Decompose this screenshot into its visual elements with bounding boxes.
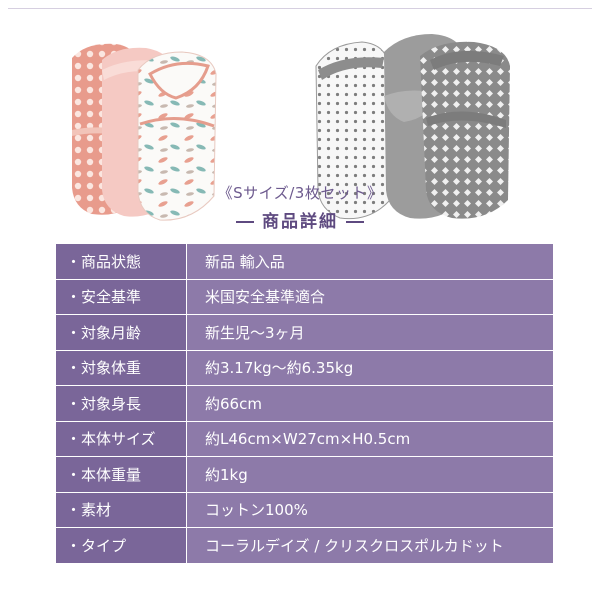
table-row: ・対象体重 約3.17kg〜約6.35kg — [55, 349, 554, 386]
detail-label: ・商品状態 — [55, 243, 187, 280]
detail-label: ・安全基準 — [55, 278, 187, 315]
table-row: ・安全基準 米国安全基準適合 — [55, 278, 554, 315]
detail-value: コーラルデイズ / クリスクロスポルカドット — [186, 527, 554, 564]
criss-cross-polka-dot-swaddle-set — [315, 34, 510, 220]
detail-label: ・対象身長 — [55, 385, 187, 422]
detail-label: ・本体サイズ — [55, 420, 187, 457]
detail-value: 米国安全基準適合 — [186, 278, 554, 315]
coral-days-swaddle-set — [72, 43, 217, 221]
table-row: ・タイプ コーラルデイズ / クリスクロスポルカドット — [55, 527, 554, 564]
top-border — [8, 8, 592, 9]
product-photo — [72, 34, 510, 221]
detail-value: コットン100% — [186, 491, 554, 528]
detail-value: 約3.17kg〜約6.35kg — [186, 349, 554, 386]
table-row: ・素材 コットン100% — [55, 491, 554, 528]
heading-dash-left — [236, 221, 254, 223]
detail-value: 約66cm — [186, 385, 554, 422]
detail-value: 新生児〜3ヶ月 — [186, 314, 554, 351]
detail-value: 約L46cm×W27cm×H0.5cm — [186, 420, 554, 457]
set-size-caption: 《Sサイズ/3枚セット》 — [217, 184, 383, 202]
detail-label: ・対象月齢 — [55, 314, 187, 351]
table-row: ・本体重量 約1kg — [55, 456, 554, 493]
table-row: ・本体サイズ 約L46cm×W27cm×H0.5cm — [55, 420, 554, 457]
table-row: ・商品状態 新品 輸入品 — [55, 243, 554, 280]
section-heading: 商品詳細 — [0, 207, 600, 232]
table-row: ・対象身長 約66cm — [55, 385, 554, 422]
detail-label: ・本体重量 — [55, 456, 187, 493]
detail-label: ・素材 — [55, 491, 187, 528]
section-heading-text: 商品詳細 — [262, 212, 338, 232]
table-row: ・対象月齢 新生児〜3ヶ月 — [55, 314, 554, 351]
detail-label: ・対象体重 — [55, 349, 187, 386]
detail-label: ・タイプ — [55, 527, 187, 564]
product-details-table: ・商品状態 新品 輸入品 ・安全基準 米国安全基準適合 ・対象月齢 新生児〜3ヶ… — [55, 243, 554, 564]
heading-dash-right — [346, 221, 364, 223]
detail-value: 約1kg — [186, 456, 554, 493]
detail-value: 新品 輸入品 — [186, 243, 554, 280]
